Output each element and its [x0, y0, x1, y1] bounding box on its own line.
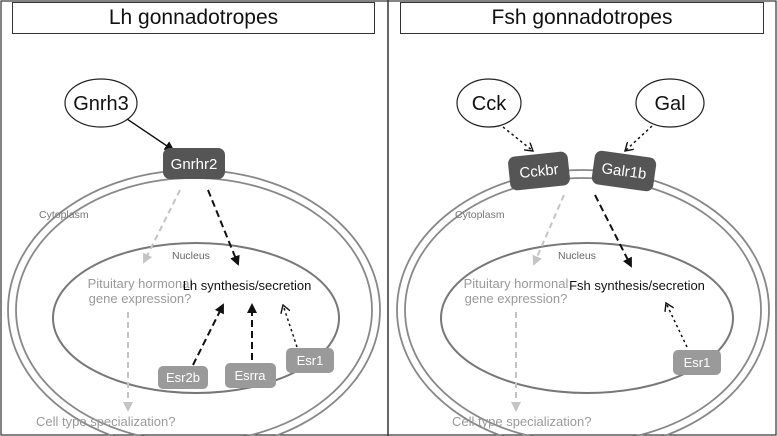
left-panel: Cytoplasm Nucleus Gnrh3 Gnrhr2 Pituitary… — [7, 78, 381, 436]
right-cck-to-cckbr-arrow — [502, 126, 533, 151]
left-receptor-gnrhr2-node — [163, 148, 225, 179]
right-ligand-gal-label: Gal — [654, 93, 685, 115]
left-esr1-to-synthesis-arrow — [283, 305, 298, 348]
left-gnrh3-to-gnrhr2-arrow — [126, 118, 175, 152]
right-panel-title: Fsh gonnadotropes — [400, 2, 764, 34]
right-cckbr-to-pituitary-arrow — [532, 194, 565, 266]
left-ligand-gnrh3-node — [64, 78, 138, 128]
right-receptor-cckbr-label: Cckbr — [519, 161, 560, 182]
left-ligand-gnrh3-label: Gnrh3 — [73, 93, 129, 115]
right-receptor-galr1b-label: Galr1b — [600, 160, 647, 183]
left-panel-title: Lh gonnadotropes — [12, 2, 375, 34]
right-factor-esr1-label: Esr1 — [684, 355, 711, 370]
left-pituitary-expression-line1: Pituitary hormonal — [88, 276, 193, 291]
left-factor-esr2b-label: Esr2b — [166, 370, 200, 385]
right-esr1-to-synthesis-arrow — [666, 303, 688, 348]
right-cell-membrane-outer — [396, 169, 770, 436]
right-pituitary-expression-line2: gene expression? — [465, 291, 568, 306]
right-receptor-galr1b-node: Galr1b — [591, 150, 657, 192]
left-receptor-to-pituitary-arrow — [143, 189, 181, 264]
left-factor-esrra-node — [225, 363, 276, 388]
left-synthesis-label: Lh synthesis/secretion — [183, 278, 312, 293]
left-esr2b-to-synthesis-arrow — [192, 303, 224, 366]
left-cytoplasm-label: Cytoplasm — [39, 209, 89, 221]
left-factor-esr1-node — [286, 348, 334, 373]
right-cytoplasm-label: Cytoplasm — [455, 209, 505, 221]
left-nucleus-label: Nucleus — [172, 250, 210, 262]
left-nucleus-membrane — [52, 242, 340, 394]
left-receptor-to-synthesis-arrow — [207, 189, 240, 266]
left-receptor-gnrhr2-label: Gnrhr2 — [171, 156, 218, 173]
left-factor-esr2b-node — [158, 366, 208, 389]
right-panel: Cytoplasm Nucleus Cck Gal Cckbr Galr1b P… — [396, 78, 770, 436]
right-gal-to-galr1b-arrow — [625, 125, 653, 151]
right-nucleus-label: Nucleus — [558, 250, 596, 262]
left-pituitary-expression-line2: gene expression? — [89, 291, 192, 306]
right-cell-membrane-inner — [404, 177, 762, 436]
right-nucleus-membrane — [440, 242, 734, 394]
right-pituitary-expression-line1: Pituitary hormonal — [464, 276, 569, 291]
right-receptor-cckbr-node: Cckbr — [508, 151, 570, 191]
left-specialization-label: Cell type specialization? — [36, 414, 175, 429]
right-receptors-to-synthesis-arrow — [594, 194, 632, 268]
right-synthesis-label: Fsh synthesis/secretion — [569, 278, 705, 293]
left-factor-esrra-label: Esrra — [234, 368, 266, 383]
right-factor-esr1-node — [673, 350, 721, 375]
right-ligand-cck-label: Cck — [472, 93, 507, 115]
right-ligand-gal-node — [635, 78, 705, 128]
right-ligand-cck-node — [456, 78, 522, 128]
right-specialization-label: Cell type specialization? — [452, 414, 591, 429]
left-factor-esr1-label: Esr1 — [297, 353, 324, 368]
